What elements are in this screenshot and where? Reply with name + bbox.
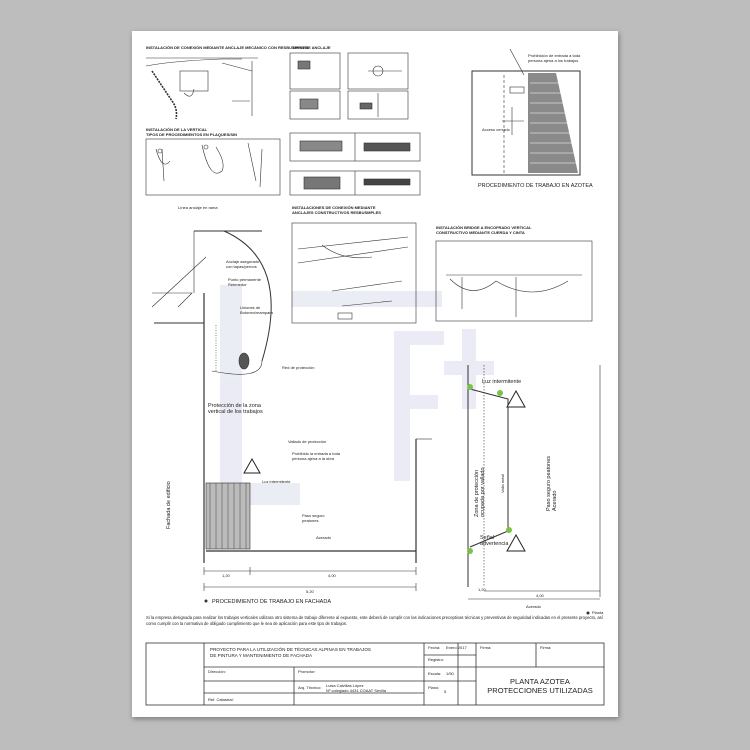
- plan-light: Luz intermitente: [482, 379, 522, 385]
- title-block-registro-label: Registro:: [428, 657, 445, 662]
- detail-anchor-types: [289, 52, 409, 120]
- facade-label-zone: Protección de la zona vertical de los tr…: [208, 403, 263, 415]
- warning-light-icon: [467, 384, 512, 554]
- roof-access-label: Acceso cerrado: [482, 127, 510, 132]
- title-block-frame: [145, 642, 605, 706]
- plan-dim-2: 4,00: [536, 593, 544, 598]
- roof-door-note: Prohibición de entrada a toda persona aj…: [528, 53, 581, 63]
- plan-walk: Paso seguro peatones Acerado: [546, 455, 558, 511]
- plan-fence: Valla móvil: [500, 473, 505, 493]
- roof-plan: [467, 365, 601, 600]
- title-block-tecnico-name: Luisa Calvillas López Nº colegiado 4431 …: [326, 683, 387, 693]
- detail-vertical: [145, 138, 281, 196]
- title-block-escala-value: 1/50: [446, 671, 454, 676]
- technical-drawing: [145, 48, 605, 706]
- detail-bolts: [289, 132, 421, 196]
- plan-sidewalk: Acerado: [526, 604, 541, 609]
- facade-label-prohib: Prohibido la entrada a toda persona ajen…: [292, 451, 341, 461]
- facade-section: [151, 230, 432, 591]
- facade-label-mid1: Anclaje asegurado con tapas/pernos: [226, 259, 260, 269]
- detail-perimeter-title: INSTALACIONES DE CONEXIÓN MEDIANTE ANCLA…: [292, 205, 381, 215]
- watermark-logo: [220, 285, 494, 505]
- title-block-fecha-value: Enero 2017: [446, 645, 467, 650]
- facade-label-upper: Línea anclaje en rama: [178, 205, 218, 210]
- facade-label-net: Red de protección: [282, 365, 315, 370]
- facade-dim-1: 1,20: [222, 573, 230, 578]
- title-block-arq-tecnico: Arq. Técnico:: [298, 685, 322, 690]
- detail-anchorage-title: INSTALACIÓN DE CONEXIÓN MEDIANTE ANCLAJE…: [146, 45, 309, 50]
- title-block-plano-value: 5: [444, 689, 447, 694]
- facade-label-light: Luz intermitente: [262, 479, 291, 484]
- title-block-sheet-title: PLANTA AZOTEA PROTECCIONES UTILIZADAS: [487, 677, 593, 695]
- title-block-escala-label: Escala:: [428, 671, 442, 676]
- detail-horizontal: [435, 240, 593, 322]
- title-block-firma-2: Firma:: [540, 645, 552, 650]
- title-block-plano-label: Plano:: [428, 685, 440, 690]
- facade-label-mid2: Punto permanente Retenedor: [228, 277, 261, 287]
- plan-dim-1: 1,20: [478, 587, 486, 592]
- facade-label-walk: Paso seguro peatones: [302, 513, 325, 523]
- detail-perimeter: [291, 222, 417, 324]
- section-marker-icon: [204, 599, 590, 615]
- title-block-firma-1: Firma:: [480, 645, 492, 650]
- title-block-direccion: Dirección:: [208, 669, 226, 674]
- title-block-promotor: Promotor:: [298, 669, 316, 674]
- general-note: Si la empresa designada para realizar lo…: [146, 615, 603, 626]
- procedure-roof-title: PROCEDIMIENTO DE TRABAJO EN AZOTEA: [478, 183, 593, 189]
- detail-anchor-types-title: TIPOS DE ANCLAJE: [292, 45, 331, 50]
- facade-label-sidewalk: Acerado: [316, 535, 331, 540]
- title-block-project: PROYECTO PARA LA UTILIZACIÓN DE TÉCNICAS…: [210, 647, 371, 658]
- warning-sign-icon: [243, 389, 526, 552]
- facade-label-mid3: Uniones de Botoneo/mampara: [240, 305, 273, 315]
- title-block-ref-catastral: Ref. Catastral:: [208, 697, 234, 702]
- detail-roof-access: [471, 48, 581, 176]
- facade-label-fence: Vallado de protección: [288, 439, 327, 444]
- drawing-sheet: INSTALACIÓN DE CONEXIÓN MEDIANTE ANCLAJE…: [132, 31, 618, 717]
- plan-label: Planta: [592, 610, 604, 615]
- detail-anchorage: [145, 57, 258, 120]
- facade-label-building: Fachada de edificio: [166, 481, 172, 529]
- plan-zone: Zona de protección ocupada por vallado: [474, 467, 486, 517]
- title-block-fecha-label: Fecha:: [428, 645, 441, 650]
- facade-dim-total: 5,20: [306, 589, 314, 594]
- facade-dim-2: 4,00: [328, 573, 336, 578]
- detail-horizontal-title: INSTALACIÓN BRIDGE A ENCOFRADO VERTICAL …: [436, 225, 532, 235]
- plan-warning: Señal advertencia: [480, 535, 509, 547]
- detail-vertical-title: INSTALACIÓN DE LA VERTICAL TIPOS DE PROC…: [146, 127, 238, 137]
- facade-caption: PROCEDIMIENTO DE TRABAJO EN FACHADA: [212, 599, 331, 605]
